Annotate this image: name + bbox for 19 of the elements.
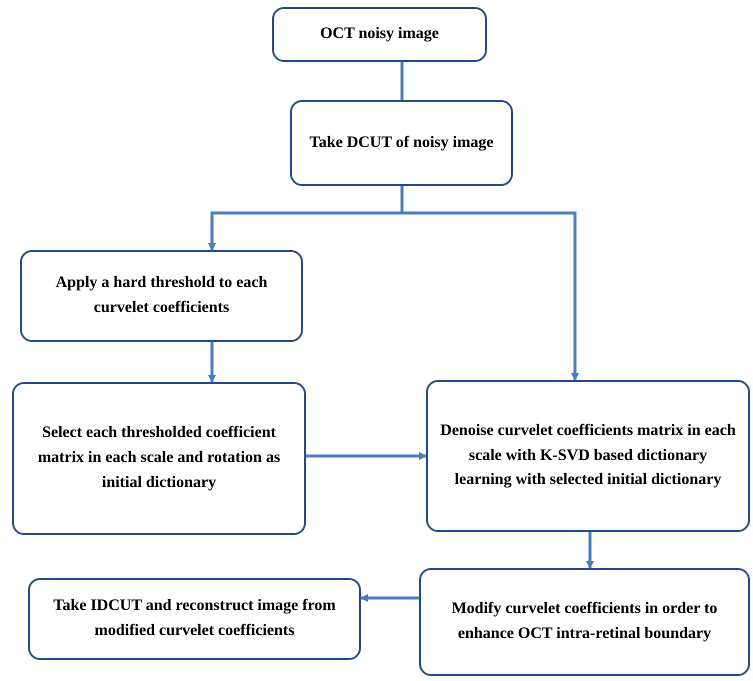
box-text: Take DCUT of noisy image: [309, 132, 494, 153]
process-box: [12, 382, 306, 535]
process-box: [28, 578, 361, 660]
box-text: Take IDCUT and reconstruct image from modified curvelet coefficients: [52, 596, 337, 641]
process-box: [426, 380, 750, 532]
process-box: [290, 100, 513, 186]
process-box: [419, 568, 750, 676]
box-text: Denoise curvelet coefficients matrix in each scale with K-SVD based dictionary learning with selected initial dictionary: [440, 420, 736, 490]
box-text: OCT noisy image: [320, 24, 439, 44]
arrow: [400, 186, 579, 381]
arrow: [360, 594, 419, 602]
box-text: Modify curvelet coefficients in order to enhance OCT intra-retinal boundary: [450, 599, 718, 644]
process-box: [272, 7, 487, 62]
arrow: [306, 452, 427, 460]
box-text: Select each thresholded coefficient matrix in each scale and rotation as initial dictionary: [36, 423, 282, 493]
process-box: [20, 250, 303, 342]
box-text: Apply a hard threshold to each curvelet coefficients: [54, 273, 268, 318]
arrow: [208, 342, 216, 383]
arrow: [586, 532, 594, 569]
